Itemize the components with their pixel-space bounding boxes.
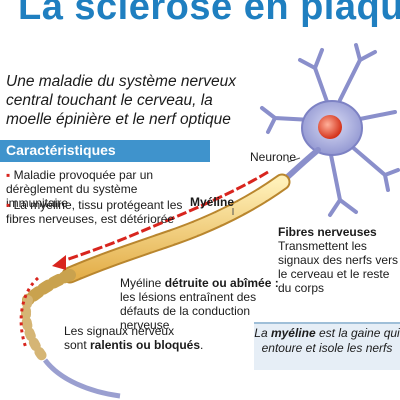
signal-arrow-head: [52, 255, 66, 270]
fibres-title: Fibres nerveuses: [278, 225, 377, 239]
dendrites: [260, 43, 400, 217]
damaged-myelin-label: Myéline détruite ou abîmée : les lésions…: [120, 276, 279, 332]
nucleus: [318, 115, 342, 139]
characteristics-title: Caractéristiques: [6, 142, 116, 158]
page-title: La sclérose en plaques: [18, 0, 400, 28]
neurone-pointer: [287, 157, 301, 163]
signals-label: Les signaux nerveux sont ralentis ou blo…: [64, 324, 204, 352]
characteristic-item-2: ▪ La myéline, tissu protégeant les fibre…: [6, 198, 183, 226]
signal-arrow: [59, 170, 269, 264]
characteristic-item-1: ▪ Maladie provoquée par un dérèglement d…: [6, 168, 154, 210]
myeline-label: Myéline: [190, 195, 235, 209]
damaged-myelin: [22, 269, 76, 306]
damaged-myelin-lower: [21, 295, 50, 365]
fibres-description: Transmettent les signaux des nerfs vers …: [278, 239, 399, 295]
myelin-info-box: La myéline est la gaine qui entoure et i…: [254, 322, 400, 370]
neurone-label: Neurone: [250, 150, 297, 164]
exposed-axon: [43, 358, 121, 399]
characteristics-header: Caractéristiques: [0, 140, 210, 162]
subtitle: Une maladie du système nerveux central t…: [6, 73, 237, 128]
myelin-sheath: [63, 175, 289, 282]
